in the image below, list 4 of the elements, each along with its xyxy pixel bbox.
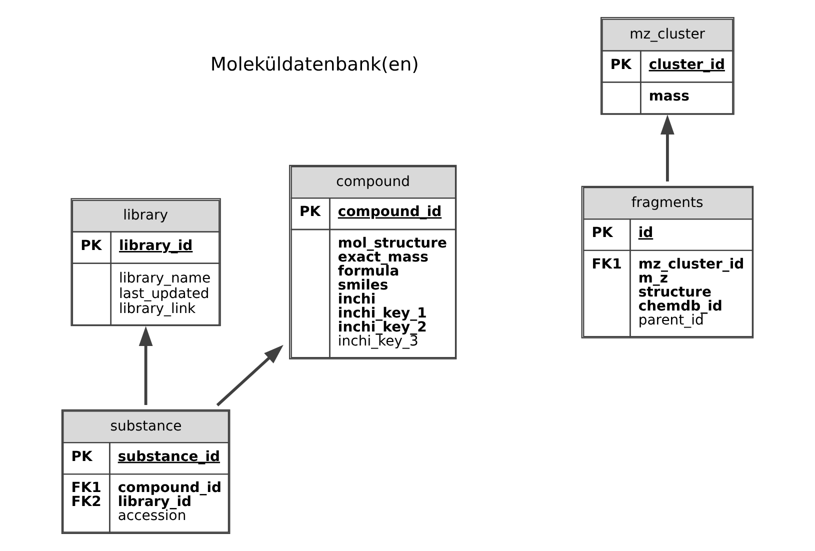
label: Moleküldatenbank(en): [210, 54, 419, 76]
arrow: [660, 114, 674, 182]
arrow: [216, 344, 284, 406]
arrow: [138, 326, 153, 405]
